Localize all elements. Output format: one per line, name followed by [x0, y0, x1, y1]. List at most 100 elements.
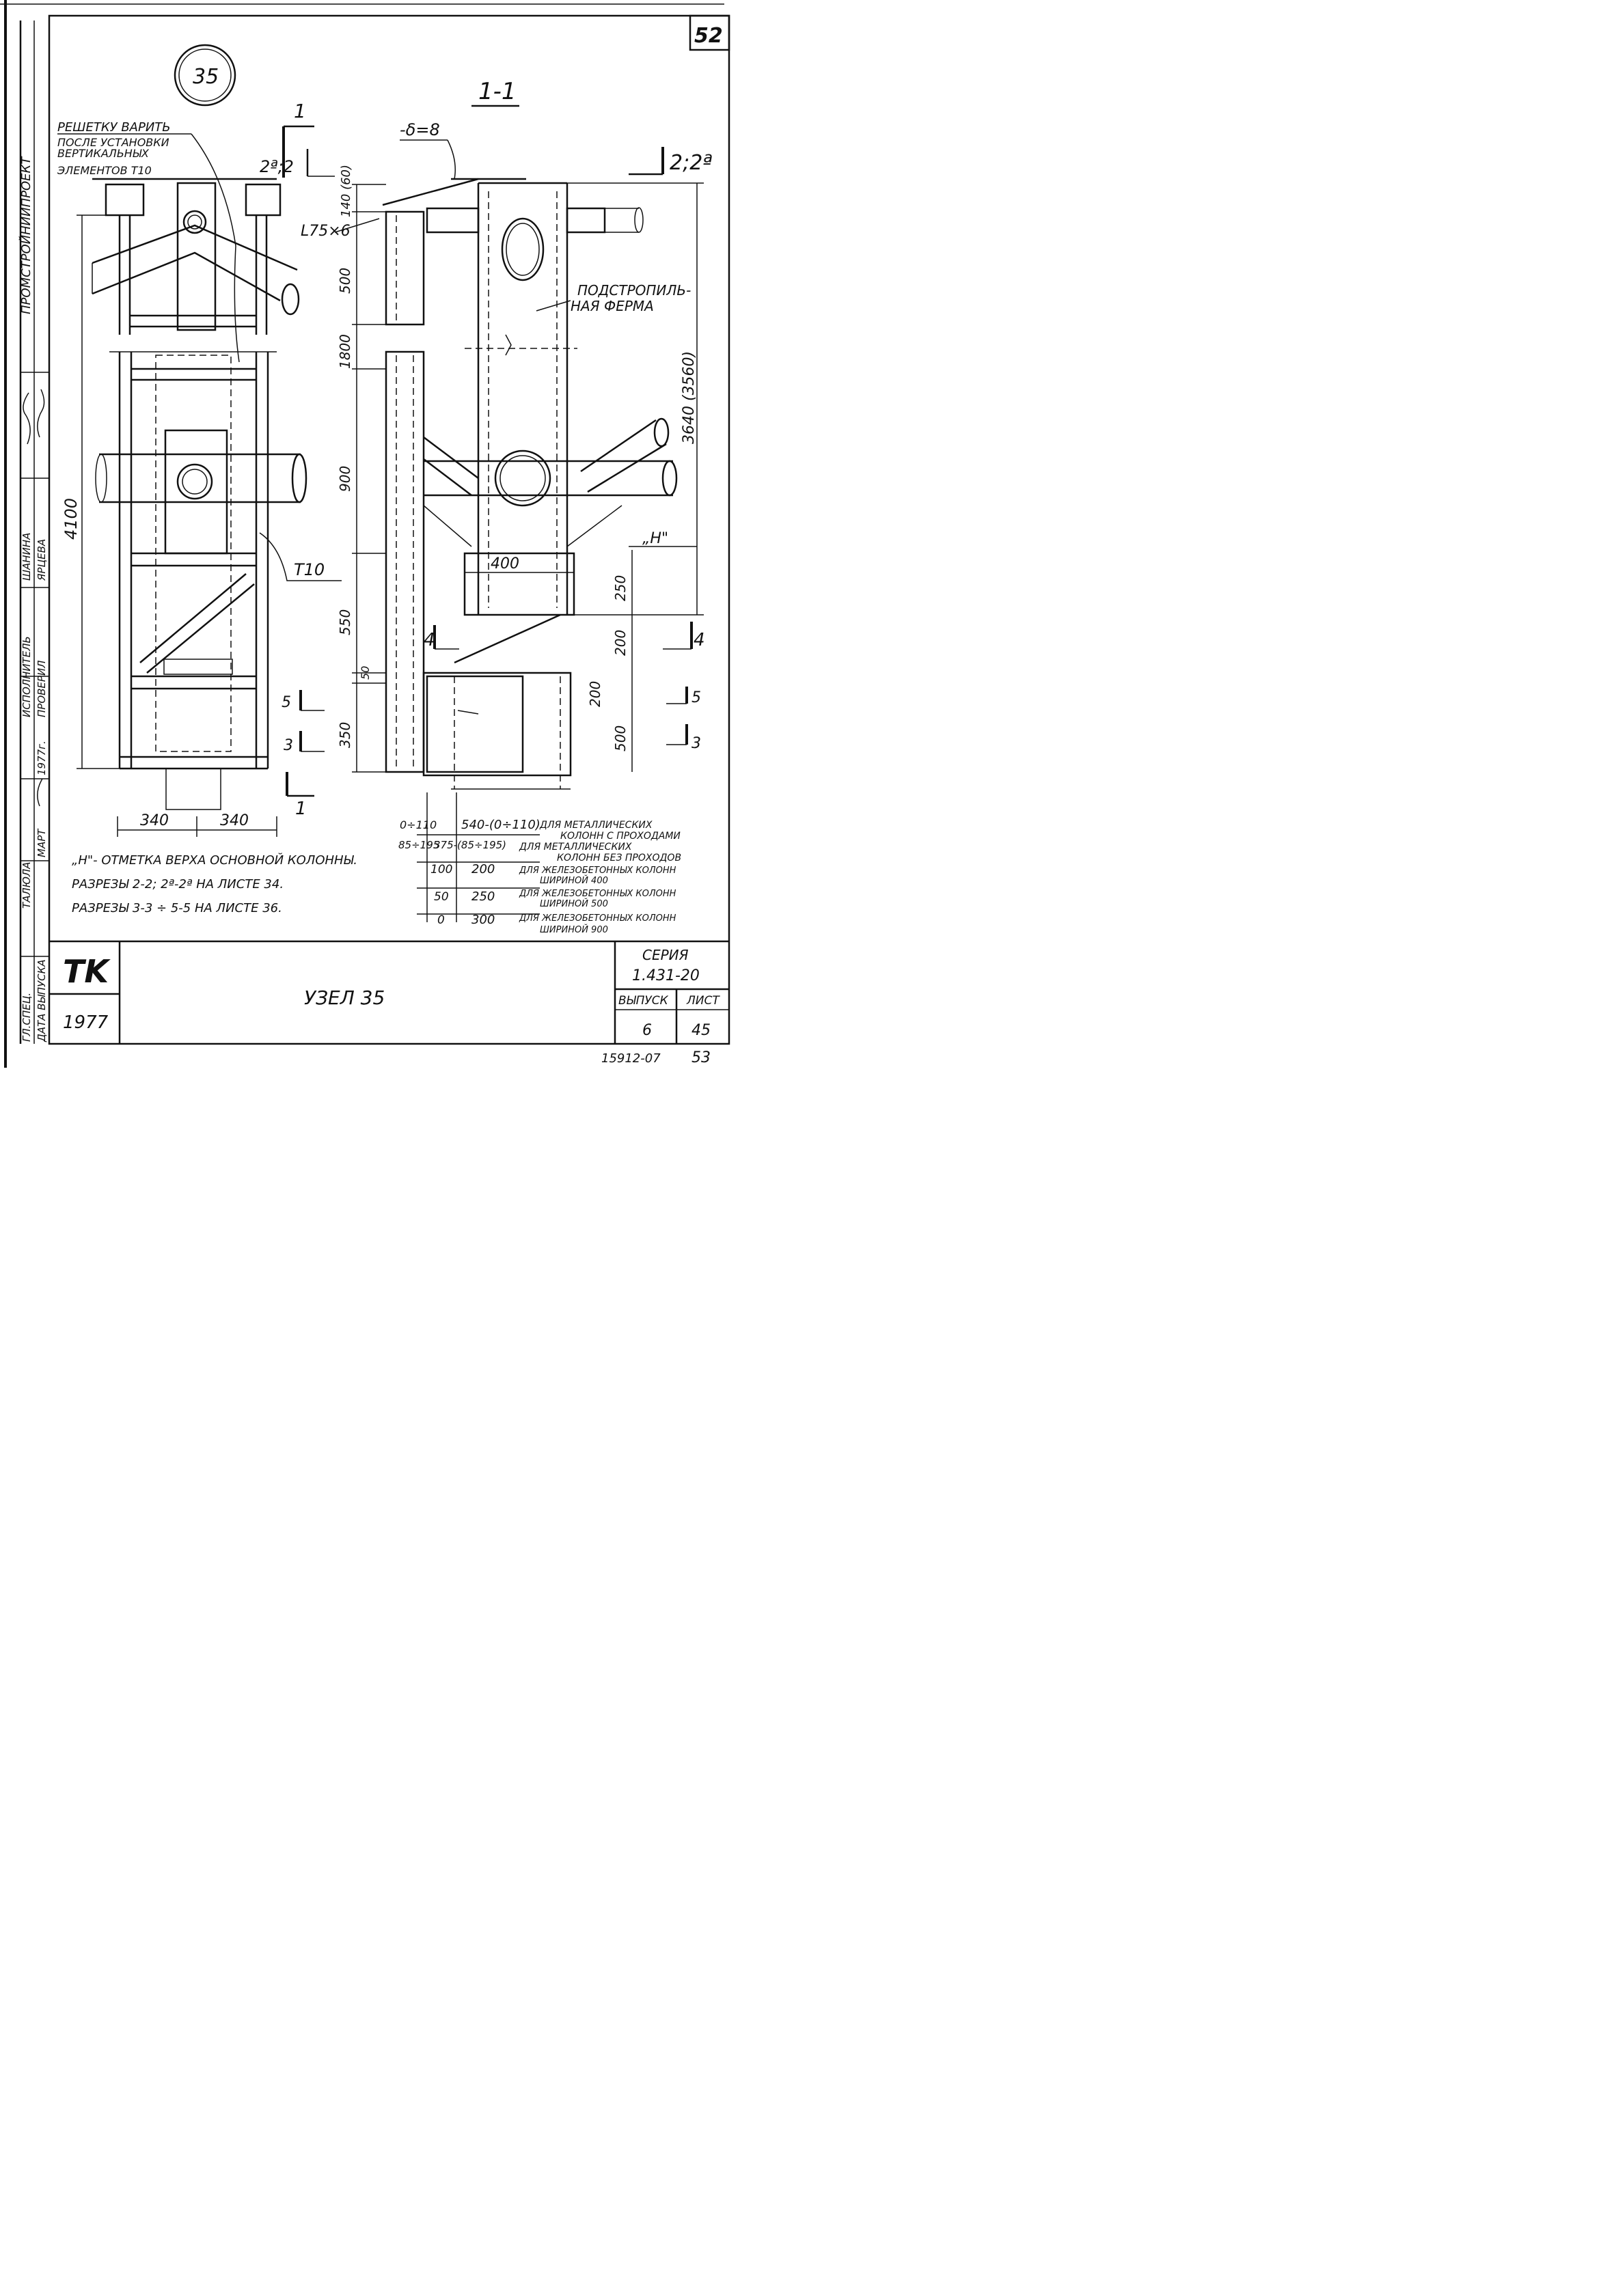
svg-text:85÷195: 85÷195 — [398, 839, 439, 851]
svg-text:300: 300 — [471, 913, 495, 927]
note-leader — [191, 133, 240, 363]
sheet-number: 52 — [694, 24, 723, 48]
sheet-number-box: 52 — [689, 14, 730, 51]
footer-page: 53 — [691, 1049, 711, 1066]
left-view: РЕШЕТКУ ВАРИТЬ ПОСЛЕ УСТАНОВКИ ВЕРТИКАЛЬ… — [57, 100, 342, 837]
mark-4-left: 4 — [424, 630, 435, 650]
dim-1800: 1800 — [337, 334, 353, 369]
table-row-5: 0 300 ДЛЯ ЖЕЛЕЗОБЕТОННЫХ КОЛОНН ШИРИНОЙ … — [437, 913, 676, 935]
svg-text:50: 50 — [434, 890, 449, 904]
side-name-3: ТАЛЮЛА — [20, 862, 33, 909]
upper-mark-right: 2;2ª — [670, 151, 712, 175]
dim-400: 400 — [491, 555, 519, 572]
lattice-note-3: ВЕРТИКАЛЬНЫХ — [57, 147, 150, 160]
sheet-value: 45 — [691, 1022, 711, 1039]
dim-500b: 500 — [612, 725, 629, 751]
side-stamp: ПРОМСТРОЙНИИПРОЕКТ ГЛ.СПЕЦ. ИСПОЛНИТЕЛЬ … — [18, 156, 49, 1042]
svg-text:0÷110: 0÷110 — [400, 818, 437, 831]
note-2: РАЗРЕЗЫ 2-2; 2ª-2ª НА ЛИСТЕ 34. — [72, 877, 284, 891]
svg-text:ДЛЯ ЖЕЛЕЗОБЕТОННЫХ КОЛОНН: ДЛЯ ЖЕЛЕЗОБЕТОННЫХ КОЛОНН — [519, 866, 676, 876]
side-name-1: ШАНИНА — [20, 533, 33, 581]
svg-text:250: 250 — [471, 889, 495, 904]
mark-5-right: 5 — [691, 689, 701, 706]
svg-text:375-(85÷195): 375-(85÷195) — [434, 839, 506, 851]
series-value: 1.431-20 — [632, 967, 700, 984]
table-row-1: 0÷110 540-(0÷110) ДЛЯ МЕТАЛЛИЧЕСКИХ КОЛО… — [400, 818, 681, 842]
label-plate: -δ=8 — [400, 120, 440, 139]
svg-text:ДЛЯ ЖЕЛЕЗОБЕТОННЫХ КОЛОНН: ДЛЯ ЖЕЛЕЗОБЕТОННЫХ КОЛОНН — [519, 889, 676, 899]
dim-left-width-b: 340 — [220, 812, 249, 829]
signature-1 — [37, 389, 45, 438]
side-role-checked: ПРОВЕРИЛ — [36, 661, 48, 717]
dim-left-height: 4100 — [61, 498, 81, 540]
dim-900: 900 — [337, 466, 353, 492]
svg-text:540-(0÷110): 540-(0÷110) — [461, 818, 540, 832]
issue-value: 6 — [642, 1022, 652, 1039]
mark-3-left: 3 — [284, 737, 293, 754]
note-3: РАЗРЕЗЫ 3-3 ÷ 5-5 НА ЛИСТЕ 36. — [72, 901, 282, 915]
title-year: 1977 — [63, 1012, 109, 1033]
side-role-executor: ИСПОЛНИТЕЛЬ — [20, 636, 33, 717]
svg-text:КОЛОНН С ПРОХОДАМИ: КОЛОНН С ПРОХОДАМИ — [560, 831, 681, 842]
dim-500: 500 — [337, 268, 353, 294]
cut-1-top: 1 — [294, 100, 306, 122]
signature-3 — [37, 778, 43, 807]
mark-5-left: 5 — [282, 694, 291, 711]
table-row-3: 100 200 ДЛЯ ЖЕЛЕЗОБЕТОННЫХ КОЛОНН ШИРИНО… — [430, 862, 676, 886]
table-row-4: 50 250 ДЛЯ ЖЕЛЕЗОБЕТОННЫХ КОЛОНН ШИРИНОЙ… — [434, 889, 676, 909]
svg-text:КОЛОНН БЕЗ ПРОХОДОВ: КОЛОНН БЕЗ ПРОХОДОВ — [557, 853, 681, 863]
note-1: „H"- ОТМЕТКА ВЕРХА ОСНОВНОЙ КОЛОННЫ. — [72, 853, 357, 868]
svg-text:ДЛЯ МЕТАЛЛИЧЕСКИХ: ДЛЯ МЕТАЛЛИЧЕСКИХ — [539, 820, 653, 831]
sheet-label: ЛИСТ — [686, 994, 720, 1008]
mark-4-right: 4 — [694, 630, 705, 650]
signature-2 — [23, 392, 31, 445]
title-block: TK 1977 УЗЕЛ 35 СЕРИЯ 1.431-20 ВЫПУСК ЛИ… — [49, 940, 729, 1044]
footer-code: 15912-07 — [601, 1051, 661, 1066]
dim-50: 50 — [359, 666, 372, 680]
svg-text:ДЛЯ ЖЕЛЕЗОБЕТОННЫХ КОЛОНН: ДЛЯ ЖЕЛЕЗОБЕТОННЫХ КОЛОНН — [519, 913, 676, 924]
lattice-note-2: ПОСЛЕ УСТАНОВКИ — [57, 136, 169, 149]
label-truss-2: НАЯ ФЕРМА — [571, 298, 654, 314]
dim-200b: 200 — [587, 681, 603, 707]
side-month: МАРТ — [36, 828, 48, 857]
mark-3-right: 3 — [691, 735, 701, 752]
svg-text:200: 200 — [471, 862, 495, 876]
lattice-note-1: РЕШЕТКУ ВАРИТЬ — [57, 120, 171, 135]
label-t10: T10 — [294, 560, 325, 579]
series-label: СЕРИЯ — [642, 947, 689, 963]
section-1-1: 1-1 -δ=8 2;2ª L75×6 — [301, 78, 712, 790]
sheet-frame — [0, 0, 730, 1068]
side-role-date: ДАТА ВЫПУСКА — [36, 959, 48, 1042]
label-h: „H" — [642, 530, 668, 547]
svg-text:0: 0 — [437, 913, 445, 927]
dim-550: 550 — [337, 609, 353, 635]
upper-mark-left: 2ª;2 — [260, 157, 294, 176]
cut-1-bottom: 1 — [295, 799, 307, 819]
svg-text:100: 100 — [430, 863, 452, 876]
node-marker: 35 — [174, 44, 236, 107]
dim-200a: 200 — [612, 630, 629, 656]
title-logo: TK — [63, 953, 111, 990]
side-date: 1977г. — [36, 741, 48, 775]
dim-250: 250 — [612, 575, 629, 601]
title-main: УЗЕЛ 35 — [304, 986, 385, 1009]
dim-350: 350 — [337, 722, 353, 748]
table-row-2: 85÷195 375-(85÷195) ДЛЯ МЕТАЛЛИЧЕСКИХ КО… — [398, 839, 681, 863]
label-angle: L75×6 — [301, 223, 351, 240]
svg-text:ШИРИНОЙ 900: ШИРИНОЙ 900 — [540, 924, 608, 935]
lattice-note-4: ЭЛЕМЕНТОВ Т10 — [57, 164, 152, 177]
svg-text:ШИРИНОЙ 400: ШИРИНОЙ 400 — [540, 875, 608, 886]
dim-3640: 3640 (3560) — [681, 351, 698, 444]
svg-text:ШИРИНОЙ 500: ШИРИНОЙ 500 — [540, 898, 608, 909]
notes: „H"- ОТМЕТКА ВЕРХА ОСНОВНОЙ КОЛОННЫ. РАЗ… — [72, 853, 357, 915]
issue-label: ВЫПУСК — [618, 994, 669, 1008]
node-number: 35 — [193, 65, 219, 89]
label-truss-1: ПОДСТРОПИЛЬ- — [577, 282, 691, 299]
dim-left-width-a: 340 — [140, 812, 169, 829]
side-role-spec: ГЛ.СПЕЦ. — [20, 993, 33, 1042]
section-title: 1-1 — [478, 78, 517, 105]
side-org: ПРОМСТРОЙНИИПРОЕКТ — [18, 156, 33, 314]
dim-140: 140 (60) — [339, 165, 353, 217]
svg-text:ДЛЯ МЕТАЛЛИЧЕСКИХ: ДЛЯ МЕТАЛЛИЧЕСКИХ — [519, 842, 632, 853]
dimension-table — [417, 792, 540, 922]
